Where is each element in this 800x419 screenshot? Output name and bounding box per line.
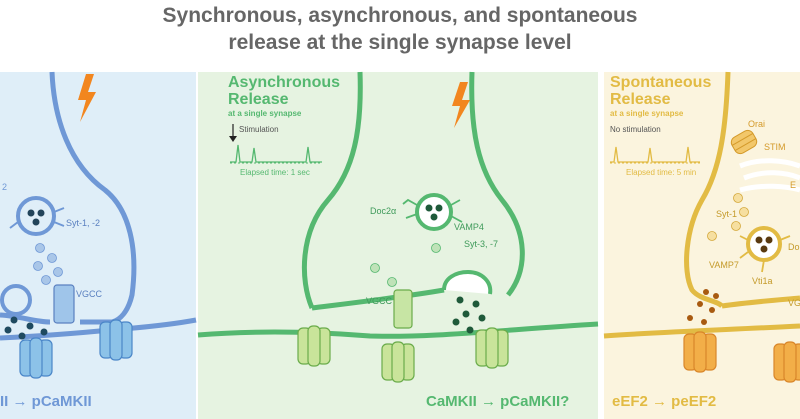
async-stimulus-bolt-icon [452,82,470,128]
spont-panel: Spontaneous Release at a single synapse … [603,71,800,419]
async-presynaptic-left [301,71,363,309]
spont-bottom-label: eEF2 → peEF2 [612,393,716,410]
spont-syt-label: Syt-1 [716,209,737,219]
sync-vgcc-label: VGCC [76,289,103,299]
spont-heading-line2: Release [610,91,671,108]
spont-doc-label: Do [788,242,800,252]
title-line-1: Synchronous, asynchronous, and spontaneo… [162,4,638,27]
sync-panel: 2 Syt-1, -2 VGCC II → pCaMKII [0,71,197,419]
async-vamp-label: VAMP4 [454,222,484,232]
spont-vamp-label: VAMP7 [709,260,739,270]
async-vgcc-label: VGCC [366,296,393,306]
spont-stim-protein-label: STIM [764,142,786,152]
spont-presynaptic-bottom [721,295,800,309]
spont-stim-label: No stimulation [610,125,661,134]
async-presynaptic-bottom [311,287,445,311]
async-bottom-label: CaMKII → pCaMKII? [426,393,569,410]
spont-orai-channel-icon [730,129,758,155]
spont-vti-label: Vti1a [752,276,773,286]
spont-presynaptic-membrane [684,71,731,308]
spont-subheading: at a single synapse [610,109,684,118]
sync-vesicle [16,196,56,236]
spont-elapsed: Elapsed time: 5 min [626,168,696,177]
async-vgcc-channel [393,289,413,329]
async-fusing-vesicle [442,269,493,295]
async-stim-label: Stimulation [239,125,279,134]
async-stim-arrow-icon [229,136,237,142]
spont-postsynaptic-membrane [603,323,800,339]
async-trace [230,144,322,163]
async-doc-label: Doc2α [370,206,396,216]
async-postsynaptic-membrane [197,321,599,339]
sync-syt-label: Syt-1, -2 [66,218,100,228]
title-line-2: release at the single synapse level [228,31,572,54]
spont-trace [610,146,700,163]
spont-heading-line1: Spontaneous [610,74,711,91]
spont-er-icon [739,158,800,193]
sync-docked-vesicle [0,284,32,316]
async-presynaptic-right [469,71,525,297]
sync-vgcc-channel [53,284,75,324]
async-calcium-ions [370,243,441,287]
spont-er-label: E [790,180,796,190]
async-panel: Asynchronous Release at a single synapse… [197,71,599,419]
async-subheading: at a single synapse [228,109,302,118]
spont-calcium-ions [707,193,749,241]
sync-stimulus-bolt-icon [78,74,96,122]
spont-orai-label: Orai [748,119,765,129]
async-syt-label: Syt-3, -7 [464,239,498,249]
spont-released-transmitter [687,289,719,325]
async-released-transmitter [452,296,486,334]
async-elapsed: Elapsed time: 1 sec [240,168,310,177]
sync-vesicle-label: 2 [2,182,7,192]
spont-vgcc-label: VG [788,298,800,308]
async-heading-line2: Release [228,91,289,108]
figure-title: Synchronous, asynchronous, and spontaneo… [0,2,800,56]
sync-bottom-label: II → pCaMKII [0,393,92,410]
async-vesicle [415,193,453,231]
sync-calcium-ions [33,243,63,285]
sync-presynaptic-membrane [49,71,137,325]
sync-released-transmitter [4,316,48,340]
async-heading-line1: Asynchronous [228,74,340,91]
spont-vesicle [746,226,782,262]
